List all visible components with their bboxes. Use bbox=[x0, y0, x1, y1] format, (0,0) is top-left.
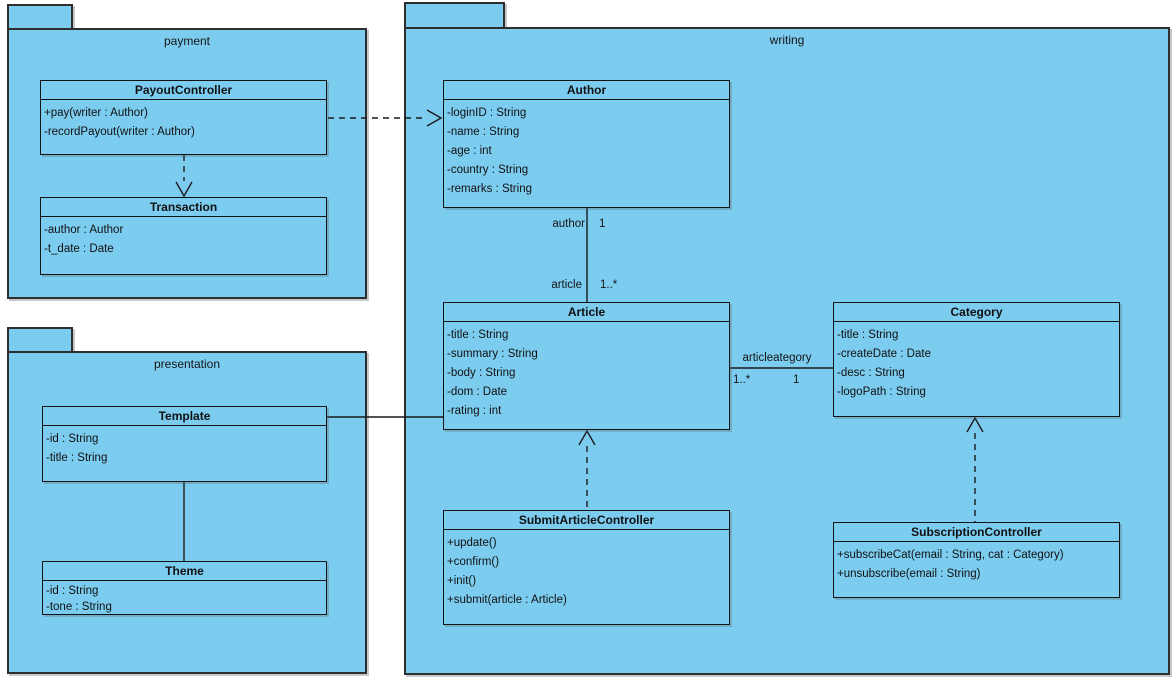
class-template-name: Template bbox=[43, 407, 326, 426]
class-transaction-name: Transaction bbox=[41, 198, 326, 217]
class-member: +update() bbox=[447, 537, 497, 549]
class-subscriptioncontroller[interactable]: SubscriptionController +subscribeCat(ema… bbox=[833, 522, 1120, 598]
package-presentation-title: presentation bbox=[153, 357, 221, 371]
class-member: -logoPath : String bbox=[837, 386, 926, 398]
class-member: -body : String bbox=[447, 367, 516, 379]
package-presentation[interactable]: presentation bbox=[7, 351, 367, 674]
class-submitarticlecontroller[interactable]: SubmitArticleController +update() +confi… bbox=[443, 510, 730, 625]
class-subscriptioncontroller-name: SubscriptionController bbox=[834, 523, 1119, 542]
class-category[interactable]: Category -title : String -createDate : D… bbox=[833, 302, 1120, 417]
class-member: -rating : int bbox=[447, 405, 502, 417]
class-author[interactable]: Author -loginID : String -name : String … bbox=[443, 80, 730, 208]
class-submitarticlecontroller-name: SubmitArticleController bbox=[444, 511, 729, 530]
package-presentation-tab[interactable] bbox=[7, 327, 73, 353]
class-member: -dom : Date bbox=[447, 386, 508, 398]
role-label-article: article bbox=[551, 279, 582, 291]
class-member: -name : String bbox=[447, 126, 520, 138]
class-member: -tone : String bbox=[46, 601, 112, 613]
class-template[interactable]: Template -id : String -title : String bbox=[42, 406, 327, 482]
class-member: -id : String bbox=[46, 585, 99, 597]
class-category-name: Category bbox=[834, 303, 1119, 322]
package-payment-title: payment bbox=[163, 34, 211, 48]
class-member: -author : Author bbox=[44, 224, 124, 236]
class-transaction[interactable]: Transaction -author : Author -t_date : D… bbox=[40, 197, 327, 275]
class-payoutcontroller[interactable]: PayoutController +pay(writer : Author) -… bbox=[40, 80, 327, 155]
class-member: -loginID : String bbox=[447, 107, 527, 119]
class-member: +subscribeCat(email : String, cat : Cate… bbox=[837, 549, 1064, 561]
class-member: -desc : String bbox=[837, 367, 905, 379]
class-member: -title : String bbox=[837, 329, 899, 341]
class-member: +submit(article : Article) bbox=[447, 594, 567, 606]
association-name-articlecategory: articleategory bbox=[742, 352, 812, 364]
multiplicity-author: 1 bbox=[599, 218, 606, 230]
class-article[interactable]: Article -title : String -summary : Strin… bbox=[443, 302, 730, 430]
multiplicity-article: 1..* bbox=[600, 279, 618, 291]
package-payment-tab[interactable] bbox=[7, 4, 73, 30]
class-payoutcontroller-name: PayoutController bbox=[41, 81, 326, 100]
class-author-name: Author bbox=[444, 81, 729, 100]
class-theme[interactable]: Theme -id : String -tone : String bbox=[42, 561, 327, 615]
class-member: -createDate : Date bbox=[837, 348, 931, 360]
class-member: -age : int bbox=[447, 145, 492, 157]
multiplicity-articlecategory-article: 1..* bbox=[733, 374, 751, 386]
package-writing-tab[interactable] bbox=[404, 2, 505, 29]
class-member: +unsubscribe(email : String) bbox=[837, 568, 981, 580]
class-member: -country : String bbox=[447, 164, 529, 176]
role-label-author: author bbox=[552, 218, 585, 230]
class-member: -title : String bbox=[46, 452, 108, 464]
class-member: -recordPayout(writer : Author) bbox=[44, 126, 195, 138]
class-member: -id : String bbox=[46, 433, 99, 445]
class-theme-name: Theme bbox=[43, 562, 326, 581]
class-member: +confirm() bbox=[447, 556, 500, 568]
multiplicity-articlecategory-category: 1 bbox=[793, 374, 800, 386]
class-member: -t_date : Date bbox=[44, 243, 114, 255]
package-writing-title: writing bbox=[769, 33, 805, 47]
class-article-name: Article bbox=[444, 303, 729, 322]
class-member: -title : String bbox=[447, 329, 509, 341]
class-member: +init() bbox=[447, 575, 477, 587]
class-member: -remarks : String bbox=[447, 183, 532, 195]
class-member: -summary : String bbox=[447, 348, 538, 360]
class-member: +pay(writer : Author) bbox=[44, 107, 148, 119]
